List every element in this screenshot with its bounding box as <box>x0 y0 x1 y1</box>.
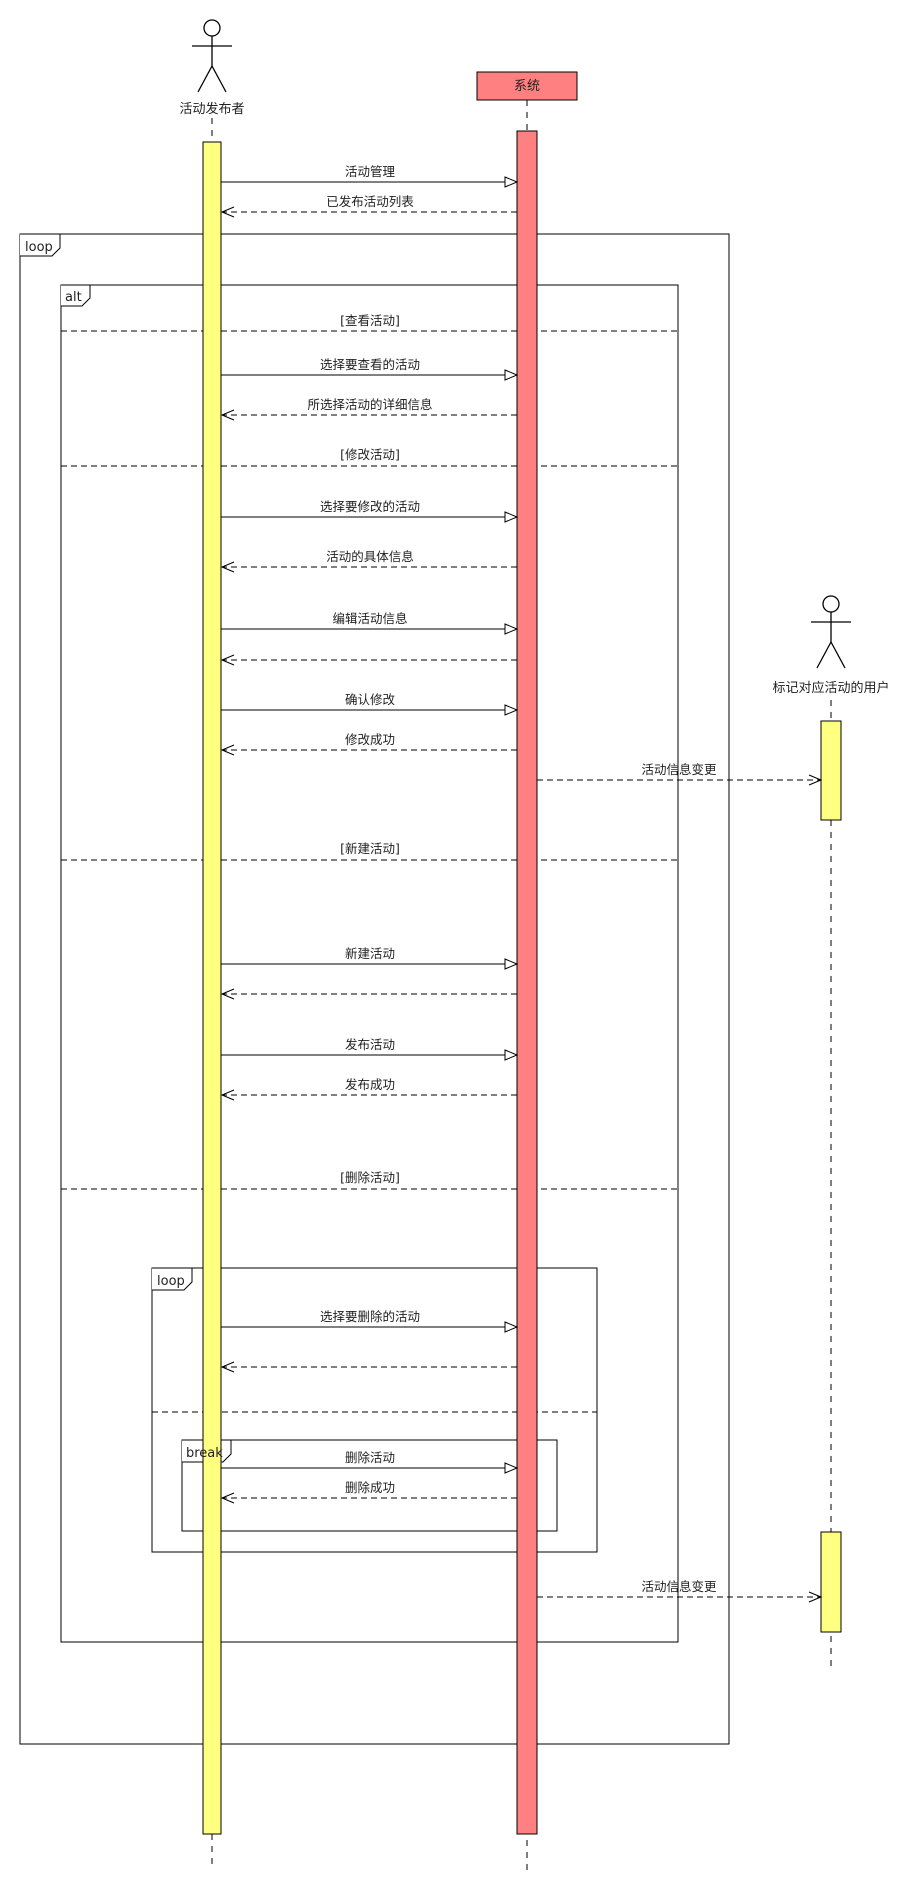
message-16-label: 选择要删除的活动 <box>320 1309 420 1324</box>
alt-tag-shape <box>61 284 91 307</box>
message-7-label: 编辑活动信息 <box>332 611 407 626</box>
outer-loop-tag: loop <box>25 240 53 255</box>
message-15-label: 发布成功 <box>345 1077 395 1092</box>
guard-delete: [删除活动] <box>340 1170 400 1185</box>
inner-loop-tag-shape <box>152 1267 193 1291</box>
publisher-actor-label: 活动发布者 <box>179 101 244 117</box>
inner-loop-tag: loop <box>157 1274 185 1289</box>
system-header-label: 系统 <box>514 79 540 94</box>
alt-tag: alt <box>65 290 82 305</box>
guard-view: [查看活动] <box>340 313 400 328</box>
message-10-label: 修改成功 <box>345 732 395 747</box>
message-2-label: 已发布活动列表 <box>326 194 414 209</box>
inner-loop-frame <box>151 1267 598 1553</box>
publisher-actor-icon <box>192 19 232 93</box>
message-12-label: 新建活动 <box>345 946 395 961</box>
system-header-box[interactable] <box>476 71 578 101</box>
outer-loop-frame <box>19 233 730 1745</box>
message-9-label: 确认修改 <box>345 692 396 707</box>
publisher-activation-bar <box>202 141 222 1835</box>
break-tag: break <box>186 1446 223 1461</box>
user-activation-bar-2 <box>820 1531 842 1633</box>
message-14-label: 发布活动 <box>345 1037 395 1052</box>
user-activation-bar-1 <box>820 720 842 821</box>
message-19-label: 删除成功 <box>345 1480 395 1495</box>
message-3-label: 选择要查看的活动 <box>320 357 420 372</box>
guard-modify: [修改活动] <box>340 447 400 462</box>
alt-frame <box>60 284 679 1643</box>
outer-loop-tag-shape <box>20 233 61 257</box>
message-11-label: 活动信息变更 <box>641 762 717 777</box>
message-5-label: 选择要修改的活动 <box>320 499 420 514</box>
system-activation-bar <box>516 130 538 1835</box>
message-4-label: 所选择活动的详细信息 <box>307 397 432 412</box>
user-actor-icon <box>811 595 851 669</box>
guard-create: [新建活动] <box>340 841 400 856</box>
break-frame <box>181 1439 558 1532</box>
message-6-label: 活动的具体信息 <box>326 549 414 564</box>
message-18-label: 删除活动 <box>345 1450 395 1465</box>
user-actor-label: 标记对应活动的用户 <box>772 680 889 696</box>
message-1-label: 活动管理 <box>345 164 396 179</box>
message-20-label: 活动信息变更 <box>641 1579 717 1594</box>
